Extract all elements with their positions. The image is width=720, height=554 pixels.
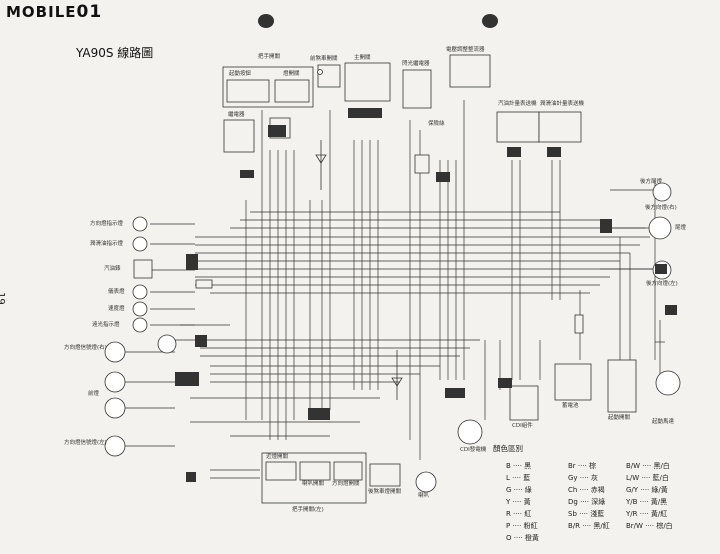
legend-color-name: 棕/白 bbox=[656, 522, 673, 530]
legend-entry: Ch ···· 赤褐 bbox=[568, 486, 605, 494]
label-starter-motor: 起動馬達 bbox=[652, 419, 675, 425]
page-title: YA90S 線路圖 bbox=[76, 46, 154, 60]
label-meter-light: 儀表燈 bbox=[108, 289, 125, 295]
legend-entry: R ···· 紅 bbox=[506, 510, 532, 518]
label-front-brake-switch: 前煞車開關 bbox=[310, 56, 338, 62]
label-light-switch: 燈開關 bbox=[283, 71, 300, 77]
legend-code: Gy bbox=[568, 474, 578, 482]
label-rectifier-regulator: 電壓調整整流器 bbox=[446, 47, 485, 53]
label-headlight: 前燈 bbox=[88, 391, 100, 397]
label-starter-switch: 起動開關 bbox=[608, 415, 631, 421]
label-start-button: 起動按鈕 bbox=[229, 71, 252, 77]
label-handle-switch-left: 把手開關(左) bbox=[292, 507, 324, 513]
label-main-switch: 主開關 bbox=[354, 55, 371, 61]
legend-color-name: 黃/紅 bbox=[650, 510, 668, 518]
legend-code: Br bbox=[568, 462, 576, 470]
label-oil-gauge-sender: 潤滑油計量表送機 bbox=[540, 101, 585, 107]
legend-entry: Br ···· 棕 bbox=[568, 462, 597, 470]
label-cdi-magneto: CDI發電機 bbox=[460, 447, 487, 453]
legend-color-name: 紅 bbox=[524, 510, 532, 518]
legend-entry: B/W ···· 黑/白 bbox=[626, 462, 670, 470]
legend-code: B/W bbox=[626, 462, 641, 470]
label-fuel-gauge-sender: 汽油計量表送機 bbox=[498, 101, 537, 107]
legend-code: Dg bbox=[568, 498, 578, 506]
legend-color-name: 粉紅 bbox=[523, 522, 538, 530]
legend-color-name: 藍/白 bbox=[652, 474, 669, 482]
label-horn: 喇叭 bbox=[418, 493, 430, 499]
legend-code: Y/R bbox=[626, 510, 638, 518]
legend-entry: B ···· 黑 bbox=[506, 462, 532, 470]
label-rear-turn-right: 後方向燈(右) bbox=[645, 205, 677, 211]
legend-entry: Y/B ···· 黃/黑 bbox=[626, 498, 668, 506]
legend-color-name: 黑/白 bbox=[653, 462, 670, 470]
legend-entry: Dg ···· 深綠 bbox=[568, 498, 606, 506]
legend-color-name: 深綠 bbox=[591, 498, 606, 506]
legend-code: G bbox=[506, 486, 512, 494]
label-starter-relay: 繼電器 bbox=[228, 112, 245, 118]
label-handle-switch-right: 把手開關 bbox=[258, 54, 281, 60]
color-legend-title: 顏色區別 bbox=[493, 444, 523, 453]
legend-entry: P ···· 粉紅 bbox=[506, 522, 538, 530]
legend-entry: O ···· 橙黃 bbox=[506, 534, 539, 542]
legend-entry: B/R ···· 黑/紅 bbox=[568, 522, 610, 530]
legend-code: L bbox=[506, 474, 510, 482]
legend-color-name: 棕 bbox=[589, 462, 597, 470]
legend-entry: G ···· 綠 bbox=[506, 486, 532, 494]
label-speedo-light: 速度燈 bbox=[108, 306, 125, 312]
label-oil-indicator: 潤滑油指示燈 bbox=[90, 241, 124, 247]
label-rear-brake-switch: 後煞車燈開關 bbox=[368, 489, 402, 495]
label-flasher-relay: 閃光繼電器 bbox=[402, 61, 430, 67]
legend-color-name: 灰 bbox=[590, 474, 598, 482]
legend-code: G/Y bbox=[626, 486, 639, 494]
binder-hole-left bbox=[258, 14, 274, 28]
legend-color-name: 藍 bbox=[523, 474, 531, 482]
legend-color-name: 淺藍 bbox=[590, 510, 605, 518]
legend-code: B/R bbox=[568, 522, 581, 530]
label-high-beam-indicator: 遠光指示燈 bbox=[92, 322, 120, 328]
legend-color-name: 綠/黃 bbox=[651, 486, 668, 494]
legend-code: Br/W bbox=[626, 522, 643, 530]
legend-code: R bbox=[506, 510, 511, 518]
label-fuel-meter: 汽油錶 bbox=[104, 266, 121, 272]
legend-code: Ch bbox=[568, 486, 578, 494]
legend-entry: Br/W ···· 棕/白 bbox=[626, 522, 673, 530]
legend-code: L/W bbox=[626, 474, 640, 482]
legend-color-name: 橙黃 bbox=[524, 534, 539, 542]
legend-code: Sb bbox=[568, 510, 577, 518]
legend-entry: Y/R ···· 黃/紅 bbox=[626, 510, 668, 518]
legend-entry: Y ···· 黃 bbox=[506, 498, 531, 506]
legend-code: Y/B bbox=[626, 498, 638, 506]
legend-entry: G/Y ···· 綠/黃 bbox=[626, 486, 668, 494]
label-front-turn-left: 方向燈信號燈(左) bbox=[64, 440, 107, 446]
legend-code: P bbox=[506, 522, 511, 530]
label-front-turn-right: 方向燈信號燈(右) bbox=[64, 345, 107, 351]
legend-entry: L ···· 藍 bbox=[506, 474, 531, 482]
label-battery: 蓄電池 bbox=[562, 403, 579, 409]
binder-hole-right bbox=[482, 14, 498, 28]
label-turn-indicator: 方向燈指示燈 bbox=[90, 221, 124, 227]
legend-color-name: 綠 bbox=[524, 486, 532, 494]
mobile01-logo: MOBILE01 bbox=[6, 2, 103, 22]
legend-code: Y bbox=[506, 498, 511, 506]
legend-entry: Gy ···· 灰 bbox=[568, 474, 598, 482]
legend-color-name: 赤褐 bbox=[590, 486, 605, 494]
legend-color-name: 黃 bbox=[523, 498, 531, 506]
label-turn-switch: 方向燈開關 bbox=[332, 481, 360, 487]
label-tail-brake-light: 後方尾燈 bbox=[640, 179, 663, 185]
legend-entry: Sb ···· 淺藍 bbox=[568, 510, 605, 518]
label-cdi-unit: CDI組件 bbox=[512, 423, 533, 429]
legend-color-name: 黑/紅 bbox=[593, 522, 610, 530]
legend-entry: L/W ···· 藍/白 bbox=[626, 474, 669, 482]
legend-code: B bbox=[506, 462, 511, 470]
label-horn-switch: 喇叭開關 bbox=[302, 481, 325, 487]
label-fuse: 保險絲 bbox=[428, 121, 445, 127]
label-rear-turn-left: 後方向燈(左) bbox=[646, 281, 678, 287]
legend-color-name: 黑 bbox=[524, 462, 532, 470]
legend-color-name: 黃/黑 bbox=[650, 498, 668, 506]
legend-code: O bbox=[506, 534, 512, 542]
label-taillight: 尾燈 bbox=[675, 225, 687, 231]
label-dimmer: 近燈開關 bbox=[266, 454, 289, 460]
